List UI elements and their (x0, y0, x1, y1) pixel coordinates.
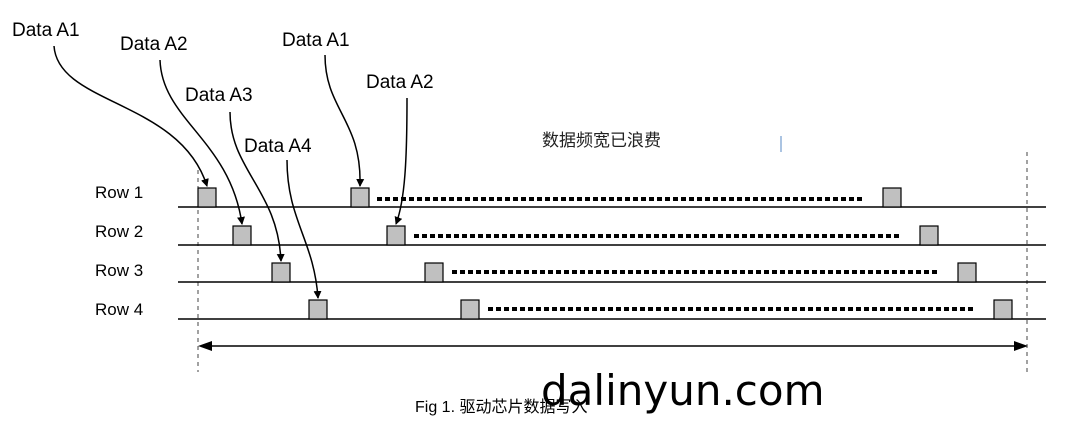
label-data-a2-first: Data A2 (120, 34, 188, 55)
cell-row1-a1 (197, 187, 217, 208)
cell-row1-end (882, 187, 902, 208)
cell-row4-a4 (308, 299, 328, 320)
arrow-a1-first (53, 45, 209, 187)
cell-row3-a3 (271, 262, 291, 283)
label-data-a4: Data A4 (244, 136, 312, 157)
label-data-a1-second: Data A1 (282, 30, 350, 51)
arrow-a4 (286, 159, 322, 299)
arrow-a2-second (394, 97, 408, 225)
arrow-a2-first (159, 59, 245, 225)
cell-row3-second (424, 262, 444, 283)
span-arrow-left-head (198, 341, 212, 351)
arrow-a1-second (324, 54, 365, 187)
watermark: dalinyun.com (541, 366, 825, 415)
cell-row4-end (993, 299, 1013, 320)
bandwidth-wasted-note: 数据频宽已浪费 (542, 131, 661, 151)
label-data-a2-second: Data A2 (366, 72, 434, 93)
figure-caption: Fig 1. 驱动芯片数据写入 (415, 398, 587, 416)
span-arrow-right-head (1014, 341, 1028, 351)
cell-row2-a2 (232, 225, 252, 246)
cell-row2-end (919, 225, 939, 246)
row-label-3: Row 3 (95, 261, 143, 280)
arrow-a3 (229, 111, 285, 262)
row-label-1: Row 1 (95, 183, 143, 202)
cell-row4-second (460, 299, 480, 320)
cell-row2-second (386, 225, 406, 246)
cell-row1-second (350, 187, 370, 208)
row-label-2: Row 2 (95, 222, 143, 241)
row-label-4: Row 4 (95, 300, 143, 319)
label-data-a1-first: Data A1 (12, 20, 80, 41)
cell-row3-end (957, 262, 977, 283)
label-data-a3: Data A3 (185, 85, 253, 106)
